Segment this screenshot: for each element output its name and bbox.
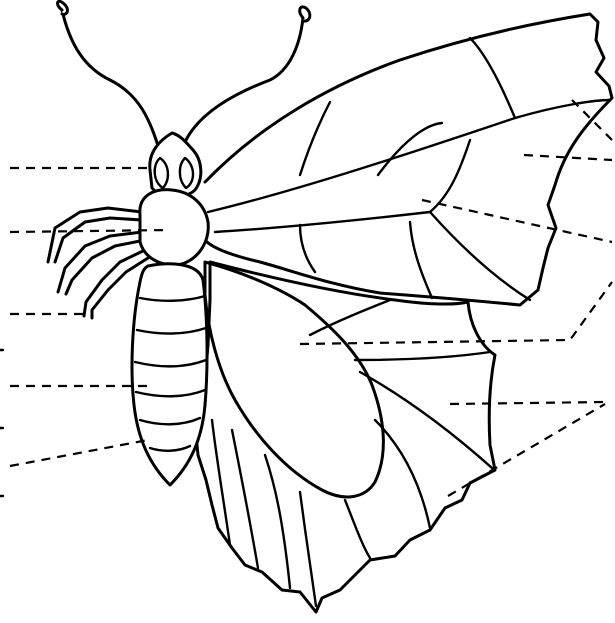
hindwing-vein [345, 500, 370, 558]
antenna-club [58, 1, 68, 14]
leader-line-abdomen-tip [10, 440, 148, 466]
thorax [140, 190, 208, 265]
forewing-vein [410, 222, 432, 298]
leader-line-hindwing-inner [450, 402, 605, 404]
forewing-vein [430, 140, 470, 212]
left-antenna [62, 10, 160, 152]
forewing-outline [205, 14, 612, 305]
hindwing-cell-lobe [205, 262, 383, 497]
forewing-vein [300, 225, 315, 272]
antenna-club [300, 7, 310, 21]
forewing-vein [215, 212, 430, 232]
right-antenna [185, 18, 303, 142]
hindwing-vein [300, 492, 316, 606]
hindwing-vein [360, 372, 492, 468]
hindwing-vein [265, 455, 290, 588]
forewing-vein [430, 212, 530, 300]
hindwing [195, 262, 495, 612]
hindwing-vein [355, 352, 490, 360]
forewing-vein [470, 38, 515, 118]
hindwing-vein [232, 430, 258, 568]
forewing-vein [300, 102, 330, 175]
butterfly-body [48, 1, 310, 485]
hindwing-vein [212, 420, 230, 545]
forewing [205, 14, 612, 305]
forewing-vein [378, 123, 442, 175]
edge-ticks [0, 350, 3, 496]
forewing-vein [208, 100, 610, 212]
hindwing-outline [195, 262, 495, 612]
hindwing-vein [310, 300, 390, 335]
